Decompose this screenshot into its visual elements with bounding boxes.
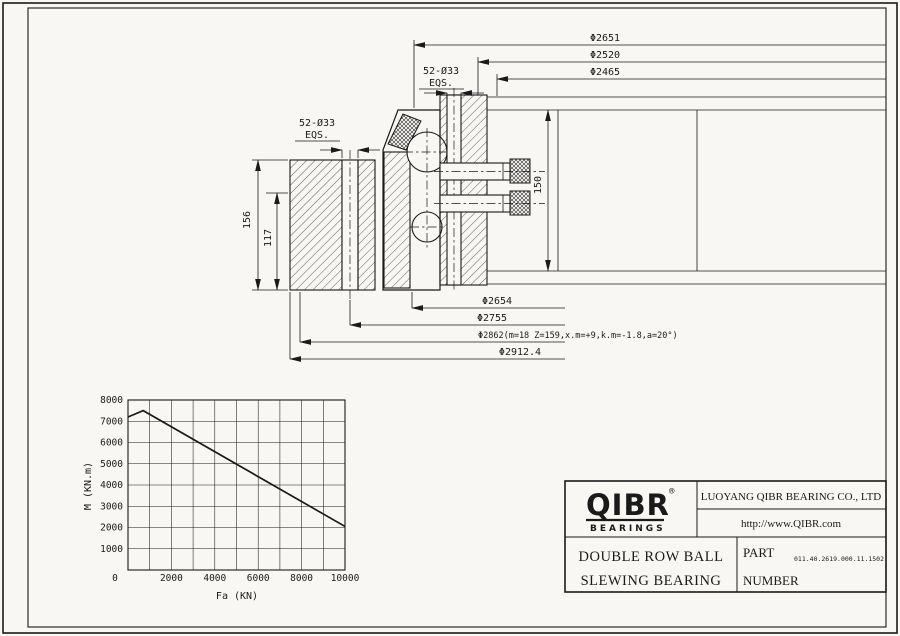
upper-plug-head xyxy=(509,158,531,184)
product-name-line2: SLEWING BEARING xyxy=(581,573,722,589)
y-tick-label: 6000 xyxy=(100,438,123,449)
chart-x-tick-labels: 0 2000 4000 6000 8000 10000 xyxy=(112,573,359,584)
dim-dia-2465: Φ2465 xyxy=(590,67,620,78)
part-label-line2: NUMBER xyxy=(743,573,799,588)
dim-holes-top-line1: 52-Ø33 xyxy=(423,65,459,77)
outer-ring-section-right xyxy=(357,159,376,291)
x-tick-label: 8000 xyxy=(290,573,313,584)
dim-dia-2755: Φ2755 xyxy=(477,313,507,324)
dim-dia-2654: Φ2654 xyxy=(482,296,512,307)
logo-subtext: BEARINGS xyxy=(590,524,666,534)
x-tick-label: 6000 xyxy=(247,573,270,584)
y-tick-label: 3000 xyxy=(100,501,123,512)
x-tick-label: 0 xyxy=(112,573,118,584)
company-website: http://www.QIBR.com xyxy=(741,518,842,530)
load-capacity-chart: 0 2000 4000 6000 8000 10000 1000 2000 3000 4000 5… xyxy=(83,395,360,602)
part-number: 011.40.2619.000.11.1502 xyxy=(794,555,884,563)
title-block: QIBR ® BEARINGS LUOYANG QIBR BEARING CO.… xyxy=(564,480,887,593)
chart-y-axis-label: M (KN.m) xyxy=(83,462,94,510)
dim-height-117: 117 xyxy=(263,229,274,247)
x-tick-label: 2000 xyxy=(160,573,183,584)
company-logo: QIBR xyxy=(586,488,670,522)
y-tick-label: 7000 xyxy=(100,416,123,427)
y-tick-label: 2000 xyxy=(100,523,123,534)
product-name-line1: DOUBLE ROW BALL xyxy=(579,549,724,565)
mounting-structure xyxy=(486,96,886,285)
company-name: LUOYANG QIBR BEARING CO., LTD xyxy=(701,491,882,503)
y-tick-label: 8000 xyxy=(100,395,123,406)
dimension-annotations: Φ2651 Φ2520 Φ2465 52-Ø33 EQS. 52-Ø33 EQS… xyxy=(242,33,886,362)
middle-ring-hatch xyxy=(383,151,411,289)
chart-gridlines xyxy=(127,399,346,571)
chart-y-tick-labels: 1000 2000 3000 4000 5000 6000 7000 8000 xyxy=(100,395,123,555)
bearing-cross-section xyxy=(289,88,886,300)
part-label-line1: PART xyxy=(743,545,774,560)
outer-ring-section-left xyxy=(289,159,343,291)
inner-border xyxy=(27,7,887,628)
y-tick-label: 4000 xyxy=(100,480,123,491)
chart-plot-border xyxy=(127,399,346,571)
x-tick-label: 4000 xyxy=(203,573,226,584)
dim-dia-2520: Φ2520 xyxy=(590,50,620,61)
dim-dia-2862-gear-note: Φ2862(m=18 Z=159,x.m=+9,k.m=-1.8,a=20°) xyxy=(478,331,678,341)
dim-holes-left-line1: 52-Ø33 xyxy=(299,117,335,129)
seal-crosshatch xyxy=(387,113,422,151)
dim-holes-top-line2: EQS. xyxy=(429,78,453,89)
y-tick-label: 5000 xyxy=(100,459,123,470)
dim-holes-left-line2: EQS. xyxy=(305,130,329,141)
lower-plug-head xyxy=(509,190,531,216)
dim-dia-2651: Φ2651 xyxy=(590,33,620,44)
chart-x-axis-label: Fa (KN) xyxy=(216,591,258,602)
dim-height-150: 150 xyxy=(533,176,544,194)
dim-dia-2912: Φ2912.4 xyxy=(499,347,541,358)
x-tick-label: 10000 xyxy=(331,573,360,584)
y-tick-label: 1000 xyxy=(100,544,123,555)
registered-trademark-icon: ® xyxy=(669,487,675,497)
dim-height-156: 156 xyxy=(242,211,253,229)
chart-load-curve xyxy=(127,409,346,528)
